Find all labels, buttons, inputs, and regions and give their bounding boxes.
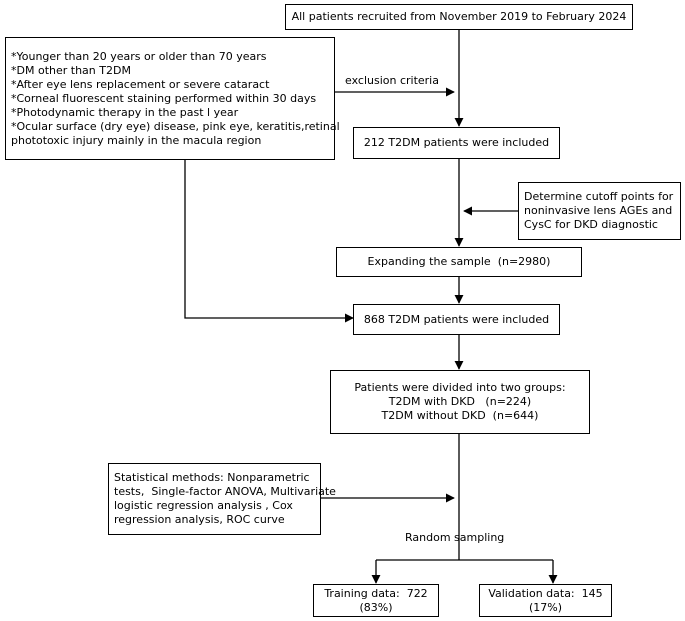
box-line: Patients were divided into two groups:	[354, 381, 566, 394]
box-determine-cutoff-points: Determine cutoff points for noninvasive …	[518, 182, 681, 240]
box-line: 212 T2DM patients were included	[363, 136, 550, 149]
box-868-patients-included: 868 T2DM patients were included	[353, 304, 560, 335]
edge-label-exclusion-criteria: exclusion criteria	[345, 74, 439, 87]
box-line: regression analysis, ROC curve	[114, 513, 285, 526]
box-line: (83%)	[359, 600, 393, 614]
box-line: *Younger than 20 years or older than 70 …	[11, 49, 267, 63]
box-expanding-sample: Expanding the sample (n=2980)	[336, 247, 582, 277]
box-line: CysC for DKD diagnostic	[524, 218, 658, 231]
edge-label-random-sampling: Random sampling	[405, 531, 505, 544]
box-exclusion-criteria: *Younger than 20 years or older than 70 …	[5, 37, 340, 160]
box-line: noninvasive lens AGEs and	[524, 204, 673, 217]
box-line: T2DM with DKD (n=224)	[388, 395, 532, 408]
box-line: (17%)	[528, 600, 563, 614]
box-line: phototoxic injury mainly in the macula r…	[11, 133, 262, 147]
box-training-data: Training data: 722 (83%)	[313, 584, 439, 617]
box-212-patients-included: 212 T2DM patients were included	[353, 127, 560, 159]
box-line: 868 T2DM patients were included	[363, 312, 550, 326]
box-line: Statistical methods: Nonparametric	[114, 471, 310, 484]
box-line: T2DM without DKD (n=644)	[381, 409, 539, 422]
box-line: *After eye lens replacement or severe ca…	[11, 77, 270, 91]
box-validation-data: Validation data: 145 (17%)	[479, 584, 612, 617]
box-statistical-methods: Statistical methods: Nonparametric tests…	[108, 463, 336, 535]
box-two-groups: Patients were divided into two groups: T…	[330, 370, 590, 434]
box-all-patients-recruited: All patients recruited from November 201…	[285, 4, 633, 30]
box-line: Validation data: 145	[488, 586, 603, 600]
box-line: *Photodynamic therapy in the past l year	[11, 105, 239, 119]
box-line: Expanding the sample (n=2980)	[367, 255, 551, 268]
box-line: *Ocular surface (dry eye) disease, pink …	[11, 119, 340, 133]
box-line: Training data: 722	[324, 586, 428, 600]
box-line: *DM other than T2DM	[11, 63, 131, 77]
box-line: Determine cutoff points for	[524, 190, 674, 203]
box-line: tests, Single-factor ANOVA, Multivariate	[114, 485, 336, 498]
box-line: *Corneal fluorescent staining performed …	[11, 91, 317, 105]
box-line: All patients recruited from November 201…	[291, 10, 627, 23]
box-line: logistic regression analysis , Cox	[114, 499, 293, 512]
